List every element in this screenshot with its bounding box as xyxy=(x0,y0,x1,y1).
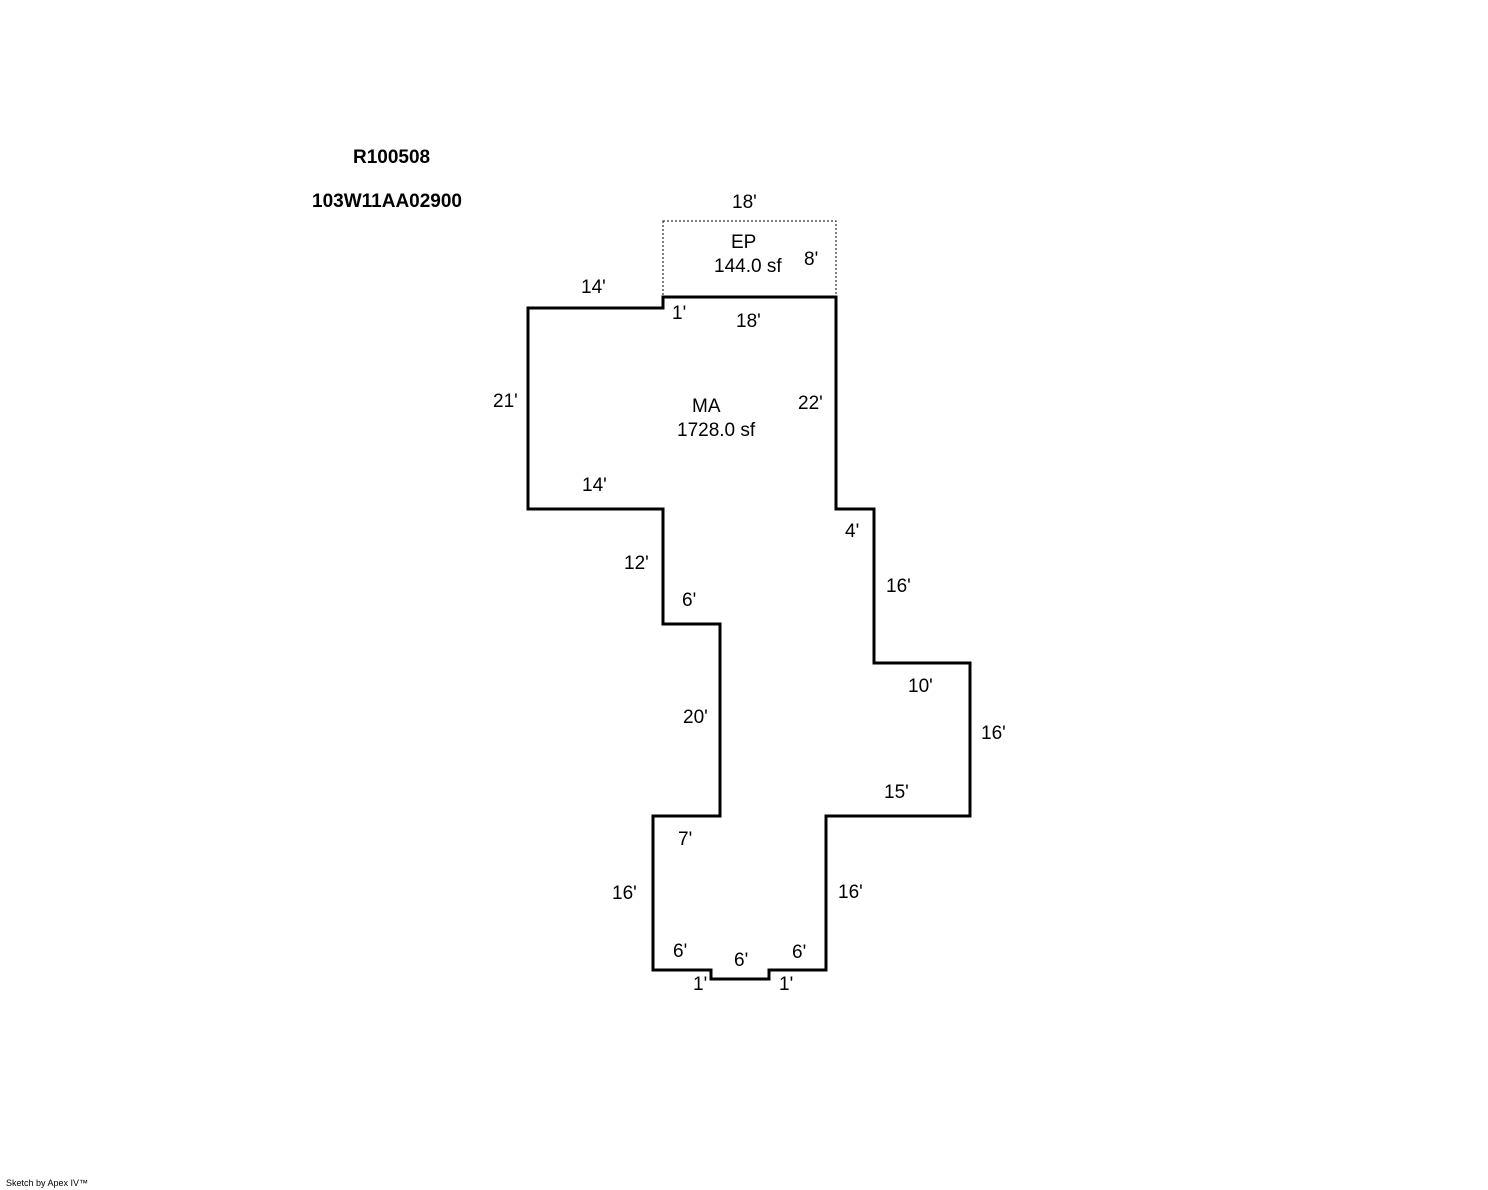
dim-label: 4' xyxy=(845,521,860,542)
dim-label: 21' xyxy=(493,391,518,412)
dim-label: 16' xyxy=(886,576,911,597)
ep-area: 144.0 sf xyxy=(714,256,782,277)
dim-label: 12' xyxy=(624,553,649,574)
dim-label: 14' xyxy=(581,277,606,298)
dim-label: 22' xyxy=(798,393,823,414)
dim-label: 6' xyxy=(682,590,697,611)
enclosed-porch-outline xyxy=(662,220,837,298)
map-tax-lot: 103W11AA02900 xyxy=(312,191,462,212)
dim-label: 8' xyxy=(804,249,819,270)
dim-label: 20' xyxy=(683,707,708,728)
sketch-credit: Sketch by Apex IV™ xyxy=(6,1178,89,1188)
dim-label: 6' xyxy=(734,950,749,971)
dim-label: 16' xyxy=(612,883,637,904)
main-area-outline xyxy=(526,295,972,981)
dim-label: 16' xyxy=(838,882,863,903)
dim-label: 18' xyxy=(732,192,757,213)
ma-area: 1728.0 sf xyxy=(677,420,756,441)
dim-label: 14' xyxy=(582,475,607,496)
dim-label: 1' xyxy=(779,974,794,995)
dim-label: 16' xyxy=(981,723,1006,744)
dim-label: 10' xyxy=(908,676,933,697)
dim-label: 1' xyxy=(672,303,687,324)
dim-label: 7' xyxy=(678,829,693,850)
account-number: R100508 xyxy=(353,147,431,168)
dim-label: 6' xyxy=(673,941,688,962)
dim-label: 1' xyxy=(693,974,708,995)
ma-label: MA xyxy=(692,396,721,417)
dim-label: 18' xyxy=(736,311,761,332)
dim-label: 15' xyxy=(884,782,909,803)
dim-label: 6' xyxy=(792,942,807,963)
ep-label: EP xyxy=(731,232,757,253)
